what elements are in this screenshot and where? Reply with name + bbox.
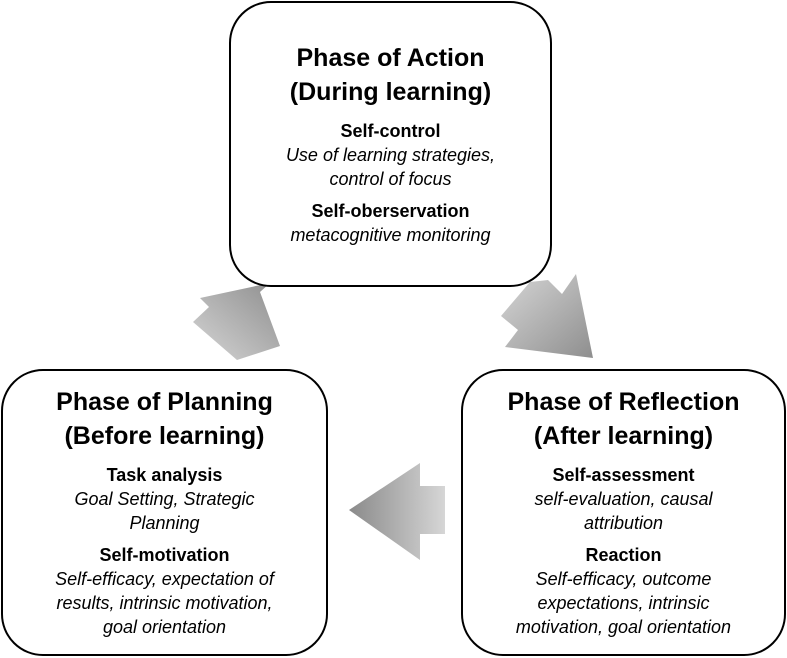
arrow-planning-to-action bbox=[193, 283, 280, 360]
section-body-line: results, intrinsic motivation, bbox=[56, 593, 273, 613]
phase-action-title-line: (During learning) bbox=[289, 78, 492, 106]
phase-action-box: Phase of Action (During learning) Self-c… bbox=[229, 1, 552, 287]
phase-reflection-title: Phase of Reflection (After learning) bbox=[463, 385, 784, 453]
section-body: Self-efficacy, expectation of results, i… bbox=[3, 567, 326, 639]
section-body: self-evaluation, causal attribution bbox=[463, 487, 784, 535]
arrow-action-to-reflection bbox=[501, 274, 593, 358]
phase-reflection-title-line: (After learning) bbox=[533, 422, 714, 450]
phase-action-section: Self-control Use of learning strategies,… bbox=[231, 119, 550, 191]
section-body-line: Self-efficacy, outcome bbox=[535, 569, 712, 589]
phase-reflection-title-line: Phase of Reflection bbox=[507, 388, 740, 416]
section-body-line: Planning bbox=[129, 513, 200, 533]
phase-planning-section: Self-motivation Self-efficacy, expectati… bbox=[3, 543, 326, 639]
section-heading: Self-control bbox=[340, 121, 441, 141]
section-body-line: Goal Setting, Strategic bbox=[74, 489, 255, 509]
section-body: Goal Setting, Strategic Planning bbox=[3, 487, 326, 535]
phase-planning-title-line: Phase of Planning bbox=[56, 388, 273, 416]
phase-action-title-line: Phase of Action bbox=[296, 44, 485, 72]
section-body-line: control of focus bbox=[329, 169, 452, 189]
section-body-line: goal orientation bbox=[102, 617, 227, 637]
section-body-line: Use of learning strategies, bbox=[285, 145, 496, 165]
phase-planning-box: Phase of Planning (Before learning) Task… bbox=[1, 369, 328, 656]
section-body-line: self-evaluation, causal bbox=[534, 489, 713, 509]
phase-reflection-section: Self-assessment self-evaluation, causal … bbox=[463, 463, 784, 535]
section-heading: Reaction bbox=[585, 545, 662, 565]
arrow-reflection-to-planning bbox=[349, 463, 445, 560]
section-body-line: attribution bbox=[583, 513, 664, 533]
phase-planning-title: Phase of Planning (Before learning) bbox=[3, 385, 326, 453]
section-body: Self-efficacy, outcome expectations, int… bbox=[463, 567, 784, 639]
section-body-line: motivation, goal orientation bbox=[515, 617, 732, 637]
phase-action-title: Phase of Action (During learning) bbox=[231, 41, 550, 109]
phase-action-section: Self-oberservation metacognitive monitor… bbox=[231, 199, 550, 247]
phase-reflection-section: Reaction Self-efficacy, outcome expectat… bbox=[463, 543, 784, 639]
phase-planning-section: Task analysis Goal Setting, Strategic Pl… bbox=[3, 463, 326, 535]
section-body: Use of learning strategies, control of f… bbox=[231, 143, 550, 191]
section-heading: Self-assessment bbox=[552, 465, 695, 485]
section-body-line: Self-efficacy, expectation of bbox=[55, 569, 274, 589]
section-body-line: metacognitive monitoring bbox=[290, 225, 491, 245]
section-heading: Task analysis bbox=[106, 465, 223, 485]
section-heading: Self-oberservation bbox=[311, 201, 470, 221]
section-body-line: expectations, intrinsic bbox=[537, 593, 710, 613]
phase-reflection-box: Phase of Reflection (After learning) Sel… bbox=[461, 369, 786, 656]
section-body: metacognitive monitoring bbox=[231, 223, 550, 247]
section-heading: Self-motivation bbox=[99, 545, 230, 565]
phase-planning-title-line: (Before learning) bbox=[64, 422, 265, 450]
